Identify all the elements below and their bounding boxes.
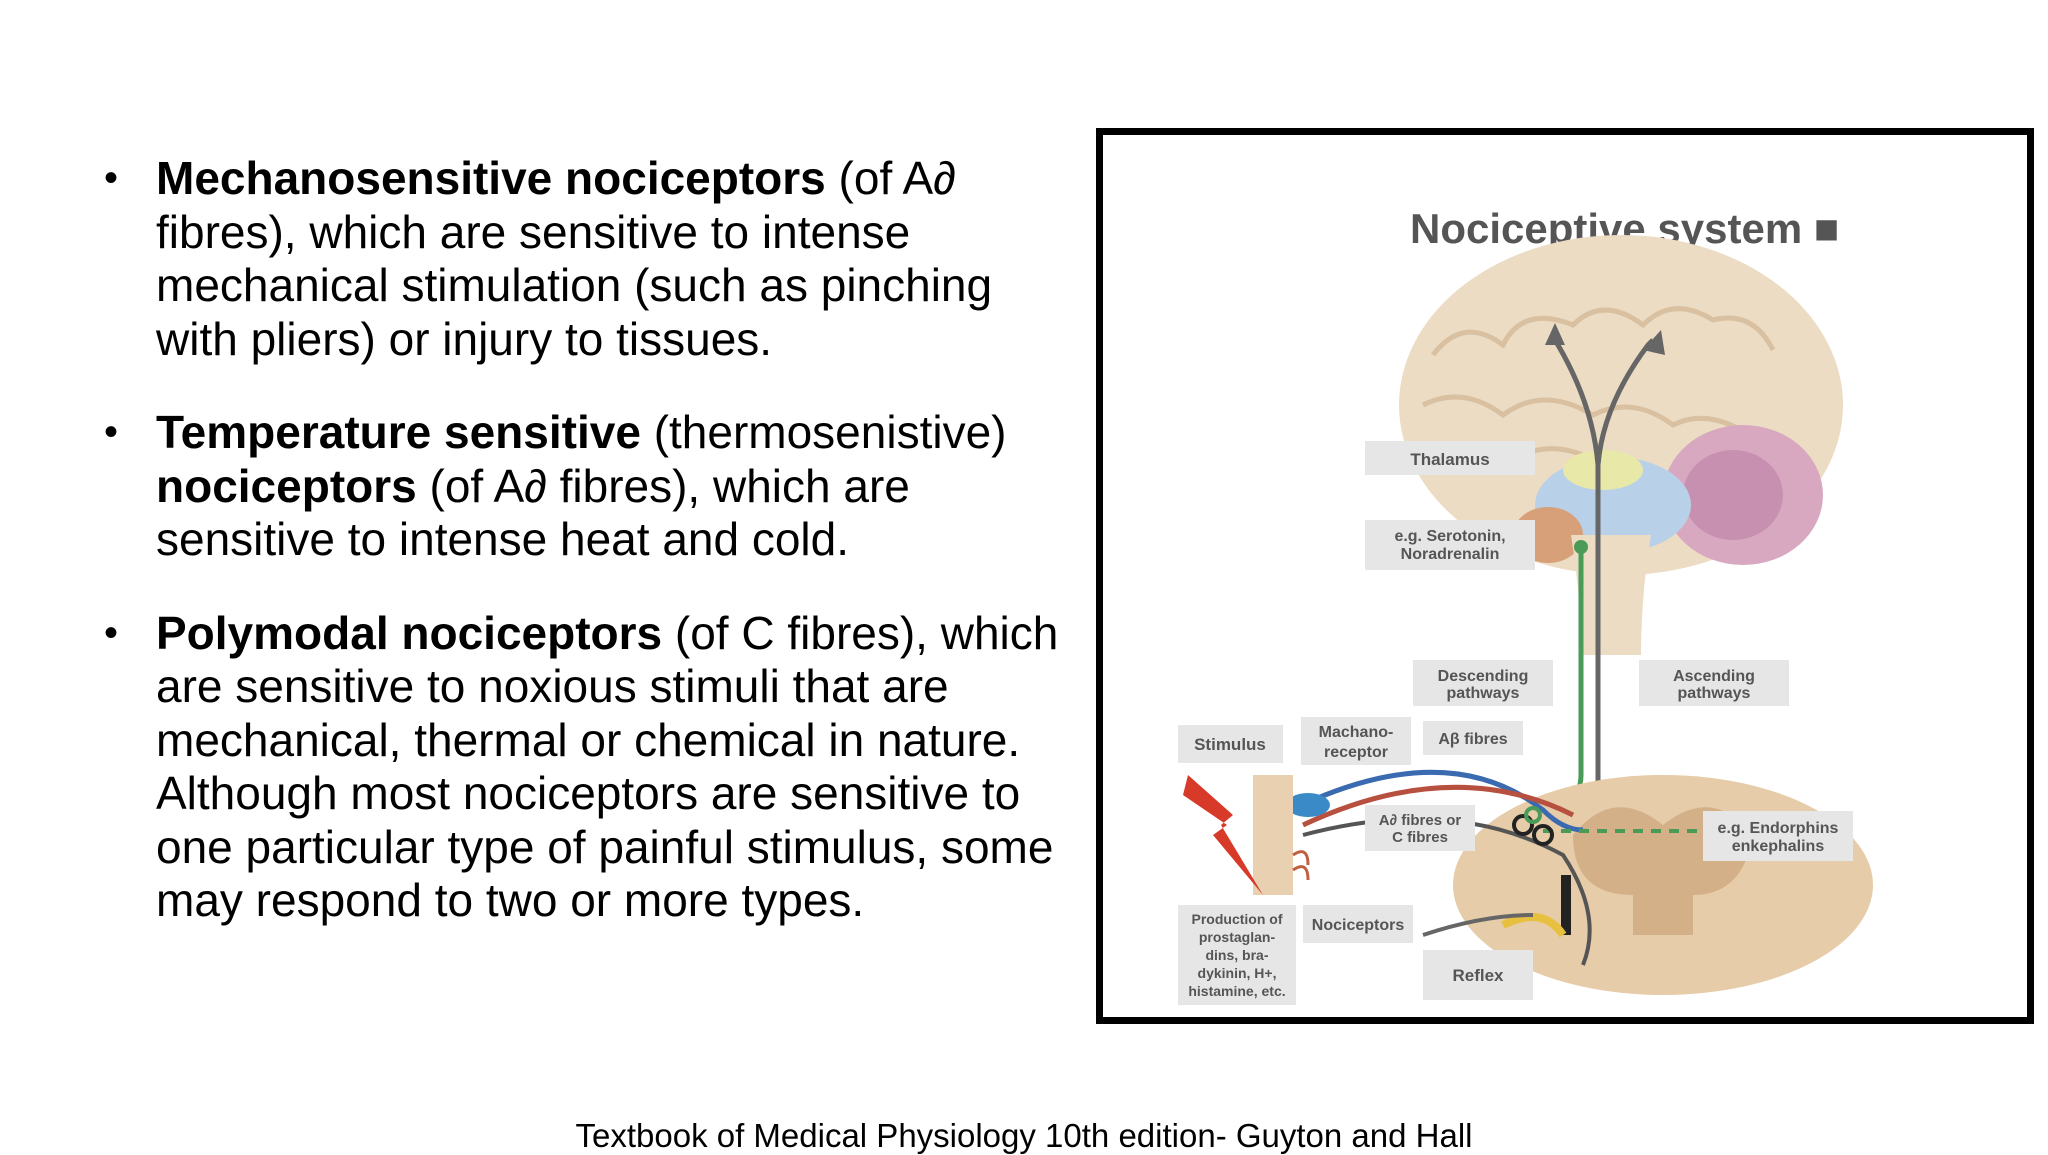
nociceptors-label: Nociceptors <box>1312 917 1405 934</box>
production-label-4: dykinin, H+, <box>1198 965 1277 981</box>
brain-illustration <box>1399 235 1843 655</box>
c-fibres-label: C fibres <box>1392 829 1448 846</box>
nerve-fibres <box>1286 769 1803 966</box>
endorphins-label: e.g. Endorphins <box>1718 820 1839 837</box>
enkephalins-label: enkephalins <box>1732 838 1825 855</box>
nociceptive-system-diagram: Nociceptive system ■ <box>1178 205 1873 1005</box>
bullet-term: Temperature sensitive <box>156 406 641 458</box>
reflex-label: Reflex <box>1452 966 1504 985</box>
figure-labels: Thalamus e.g. Serotonin, Noradrenalin De… <box>1178 441 1853 1005</box>
bullet-dot-icon: • <box>104 410 119 454</box>
figure-frame: Nociceptive system ■ <box>1096 128 2034 1024</box>
bullet-term: nociceptors <box>156 459 417 512</box>
production-label-5: histamine, etc. <box>1188 983 1285 999</box>
ascending-pathways-label: pathways <box>1678 685 1751 702</box>
ab-fibres-label: Aβ fibres <box>1438 731 1507 748</box>
bullet-dot-icon: • <box>104 156 119 200</box>
source-caption: Textbook of Medical Physiology 10th edit… <box>575 1117 1473 1154</box>
bullet-dot-icon: • <box>104 610 119 655</box>
bullet-text: (of A∂ fibres), which are sensitive to i… <box>156 152 993 365</box>
mechanoreceptor-label: Machano- <box>1319 724 1394 741</box>
ascending-label: Ascending <box>1673 668 1755 685</box>
noradrenalin-label: Noradrenalin <box>1401 546 1500 563</box>
descending-label: Descending <box>1438 668 1529 685</box>
production-label-2: prostaglan- <box>1199 929 1276 945</box>
bullet-item: • Mechanosensitive nociceptors (of A∂ fib… <box>104 152 1074 366</box>
bullet-term: Mechanosensitive nociceptors <box>156 152 826 204</box>
production-label-1: Production of <box>1192 911 1283 927</box>
descending-pathways-label: pathways <box>1447 685 1520 702</box>
bullet-text: (of A∂ fibres), which are sensitive to i… <box>156 459 910 566</box>
serotonin-label: e.g. Serotonin, <box>1394 528 1505 545</box>
bullet-text: (thermosenistive) <box>640 406 1007 458</box>
bullet-text: (of C fibres), which are sensitive to no… <box>156 606 1059 927</box>
bullet-item: • Polymodal nociceptors (of C fibres), wh… <box>104 607 1074 928</box>
stimulus-label: Stimulus <box>1194 735 1266 754</box>
bullet-term: Polymodal nociceptors <box>156 606 663 659</box>
thalamus-label: Thalamus <box>1410 450 1489 469</box>
receptor-label: receptor <box>1324 744 1388 761</box>
ad-fibres-label: A∂ fibres or <box>1379 812 1462 829</box>
bullet-item: • Temperature sensitive (thermosenistive)… <box>104 406 1074 567</box>
stimulus-illustration <box>1183 775 1310 895</box>
bullet-list: • Mechanosensitive nociceptors (of A∂ fib… <box>104 152 1074 968</box>
production-label-3: dins, bra- <box>1205 947 1268 963</box>
